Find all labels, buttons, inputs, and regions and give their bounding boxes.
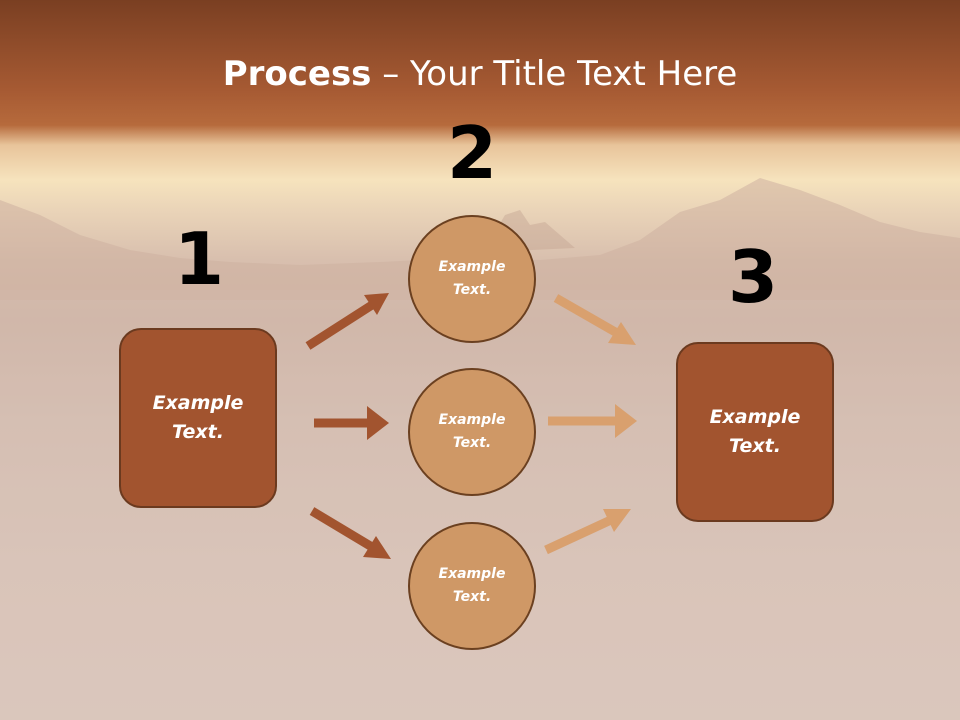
- step-2-circle-top: Example Text.: [408, 215, 536, 343]
- step-2-circle-bottom-text: Example Text.: [438, 566, 506, 605]
- arrow-1-to-top: [305, 293, 389, 350]
- title-bold: Process: [222, 54, 372, 94]
- step-2-circle-middle-text: Example Text.: [438, 412, 506, 451]
- title-rest: – Your Title Text Here: [371, 54, 738, 94]
- slide-title: Process – Your Title Text Here: [0, 52, 960, 96]
- step-2-circle-top-text: Example Text.: [438, 259, 506, 298]
- step-number-3: 3: [727, 235, 779, 319]
- arrow-1-to-bottom: [309, 507, 391, 559]
- step-1-text: Example Text.: [152, 392, 244, 443]
- arrow-1-to-middle: [314, 406, 389, 440]
- step-number-2: 2: [446, 111, 498, 195]
- step-1-box: Example Text.: [119, 328, 277, 508]
- step-number-1: 1: [173, 217, 225, 301]
- step-2-circle-middle: Example Text.: [408, 368, 536, 496]
- arrow-middle-to-3: [548, 404, 637, 438]
- step-3-text: Example Text.: [709, 406, 801, 457]
- step-3-box: Example Text.: [676, 342, 834, 522]
- arrow-bottom-to-3: [544, 509, 631, 555]
- step-2-circle-bottom: Example Text.: [408, 522, 536, 650]
- arrow-top-to-3: [553, 294, 636, 345]
